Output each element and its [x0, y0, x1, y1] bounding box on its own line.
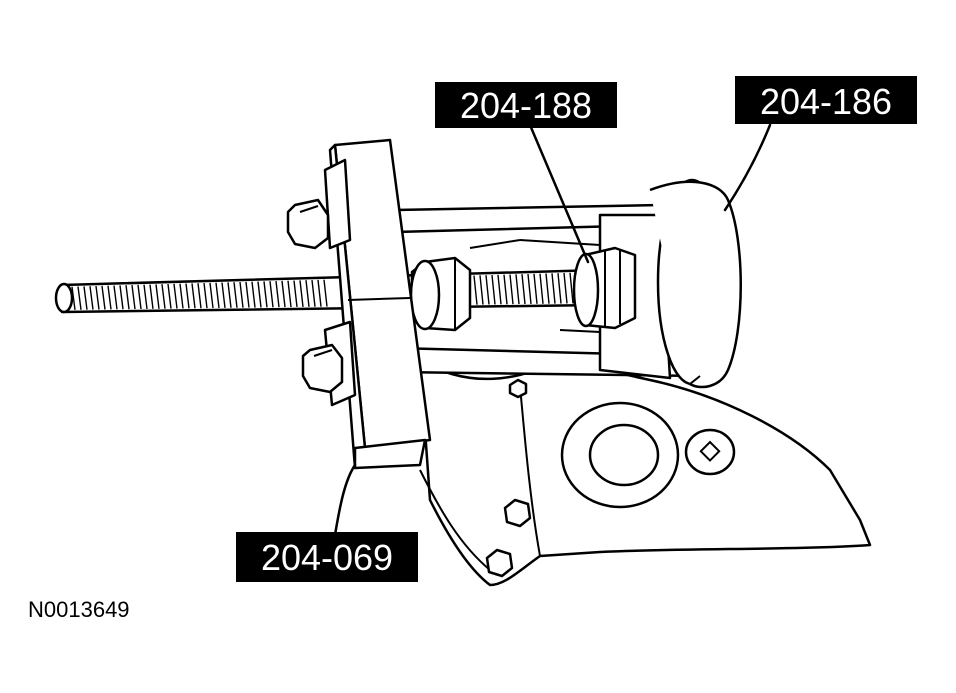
callout-label-204-069: 204-069 — [261, 537, 393, 578]
screw-nut — [409, 256, 472, 332]
leader-204-069 — [333, 463, 357, 537]
callout-204-186: 204-186 — [735, 76, 917, 124]
leader-204-186 — [723, 123, 772, 212]
forcing-screw — [54, 268, 602, 314]
tool-204-188-collar — [572, 246, 637, 330]
figure-id: N0013649 — [28, 597, 130, 622]
callout-label-204-186: 204-186 — [760, 81, 892, 122]
bar-clamp-bolts — [286, 158, 357, 407]
leader-204-188 — [528, 123, 590, 264]
leader-lines — [333, 123, 772, 537]
callout-204-188: 204-188 — [435, 82, 617, 128]
callout-204-069: 204-069 — [236, 532, 418, 582]
callout-label-204-188: 204-188 — [460, 85, 592, 126]
housing — [418, 358, 872, 587]
